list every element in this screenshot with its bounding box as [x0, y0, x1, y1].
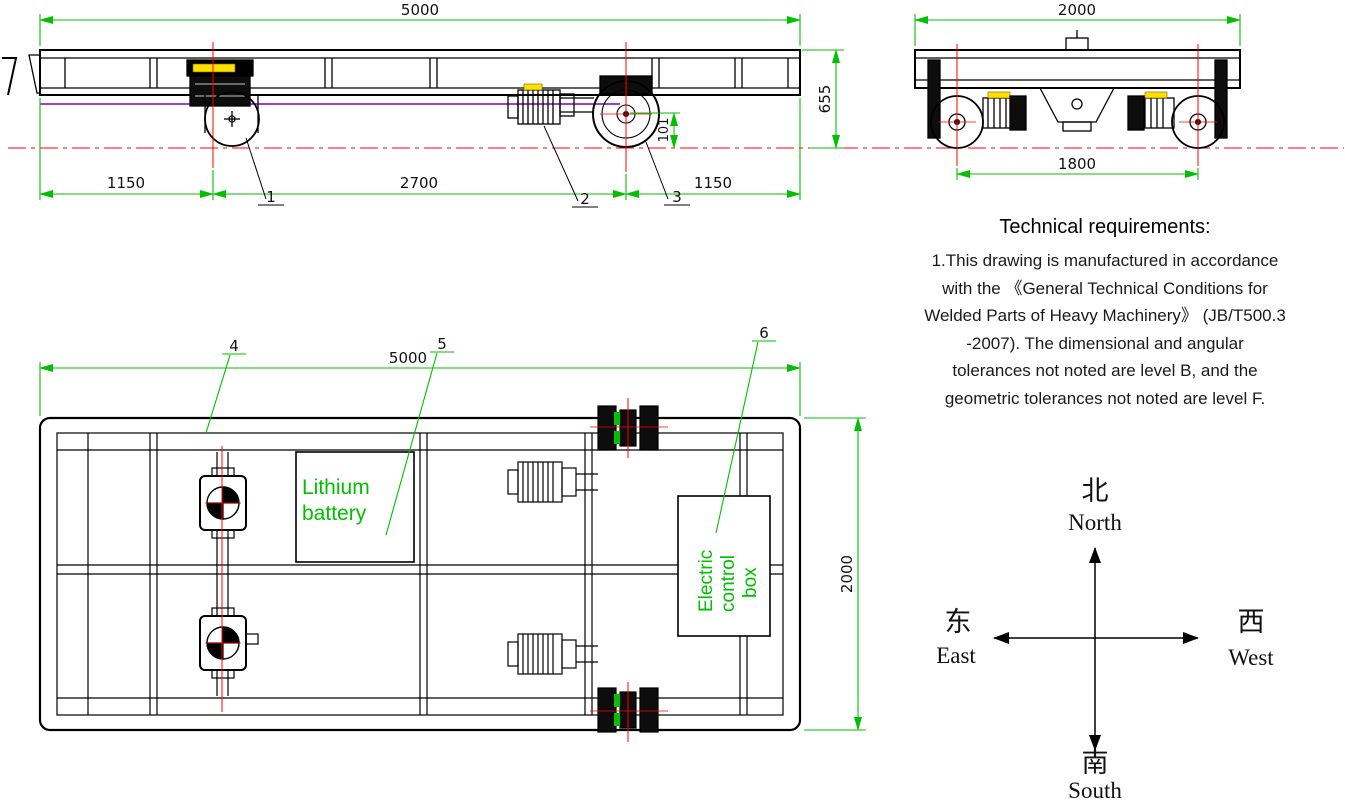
dim-5000-label: 5000 — [401, 1, 439, 19]
end-view-frame — [914, 30, 1241, 89]
callout-5: 5 — [437, 335, 447, 353]
battery-label-line2: battery — [302, 502, 367, 525]
plan-view-callouts — [205, 340, 776, 536]
plan-view-dim-5000 — [39, 362, 801, 416]
side-view-frame — [28, 49, 801, 96]
plan-view-motor-top — [507, 461, 598, 503]
compass-west-en: West — [1228, 645, 1274, 670]
end-view-wheel-right — [1127, 44, 1225, 166]
compass-south-en: South — [1068, 778, 1122, 801]
control-label-line1: Electric — [696, 550, 717, 612]
side-view-motor — [507, 83, 594, 125]
callout-2: 2 — [580, 190, 590, 208]
control-box-label: Electric control box — [696, 544, 761, 612]
motor-label-yellow — [192, 63, 236, 73]
end-view-bogie — [927, 59, 1228, 139]
technical-requirements: Technical requirements: 1.This drawing i… — [870, 216, 1340, 412]
control-box — [677, 495, 771, 637]
plan-view-drive-top — [590, 398, 668, 458]
side-view-dim-655 — [802, 49, 844, 149]
dim-655-label: 655 — [816, 85, 834, 114]
compass-north-cn: 北 — [1082, 476, 1109, 507]
end-view: 2000 1800 — [914, 1, 1241, 180]
side-view-callouts — [245, 125, 690, 208]
compass-west-cn: 西 — [1238, 607, 1265, 638]
plan-view-motor-bottom — [507, 633, 598, 675]
technical-requirements-line: tolerances not noted are level B, and th… — [952, 361, 1258, 380]
callout-1: 1 — [266, 188, 276, 206]
compass-north-en: North — [1068, 510, 1122, 535]
compass: 北 North 南 South 东 East 西 West — [936, 476, 1274, 801]
dim-101-label: 101 — [657, 118, 672, 143]
technical-requirements-line: -2007). The dimensional and angular — [966, 333, 1244, 353]
callout-3: 3 — [672, 188, 682, 206]
technical-requirements-line: with the 《General Technical Conditions f… — [942, 278, 1268, 298]
callout-4: 4 — [229, 337, 239, 355]
end-view-dim-2000 — [914, 14, 1241, 46]
side-view-dim-101 — [630, 112, 680, 149]
end-view-dim-1800 — [956, 168, 1199, 180]
control-label-line2: control — [718, 555, 739, 612]
side-view-drive-wheel — [592, 42, 660, 172]
plan-view-dim-2000 — [804, 417, 866, 731]
dim-1800-label: 1800 — [1058, 155, 1096, 173]
technical-requirements-line: Welded Parts of Heavy Machinery》 (JB/T50… — [924, 306, 1286, 325]
battery-label-line1: Lithium — [302, 476, 370, 499]
compass-east-cn: 东 — [945, 607, 972, 638]
plan-dim-2000-label: 2000 — [838, 555, 856, 593]
plan-view-frame — [38, 416, 802, 732]
side-view-dim-bottom — [39, 98, 801, 200]
end-view-wheel-left — [930, 44, 1027, 166]
technical-requirements-line: 1.This drawing is manufactured in accord… — [931, 251, 1279, 270]
technical-requirements-title: Technical requirements: — [999, 216, 1211, 238]
compass-east-en: East — [936, 643, 976, 668]
motor-label-yellow — [523, 83, 543, 91]
side-view-wheel-1 — [186, 42, 260, 168]
dim-2000-top-label: 2000 — [1058, 1, 1096, 19]
control-label-line3: box — [740, 567, 761, 598]
dim-1150-left-label: 1150 — [107, 174, 145, 192]
plan-view-drive-bottom — [590, 682, 668, 742]
plan-dim-5000-label: 5000 — [389, 349, 427, 367]
section-mark — [2, 57, 18, 96]
dim-1150-right-label: 1150 — [694, 174, 732, 192]
dim-2700-label: 2700 — [400, 174, 438, 192]
callout-6: 6 — [759, 324, 769, 342]
plan-view-wheelset-left — [199, 446, 259, 712]
side-view-dim-5000 — [39, 14, 801, 46]
side-view: 5000 1150 2700 1150 655 101 — [2, 1, 844, 208]
compass-south-cn: 南 — [1082, 748, 1109, 779]
technical-requirements-line: geometric tolerances not noted are level… — [944, 388, 1266, 408]
plan-view: 5000 — [38, 324, 866, 742]
